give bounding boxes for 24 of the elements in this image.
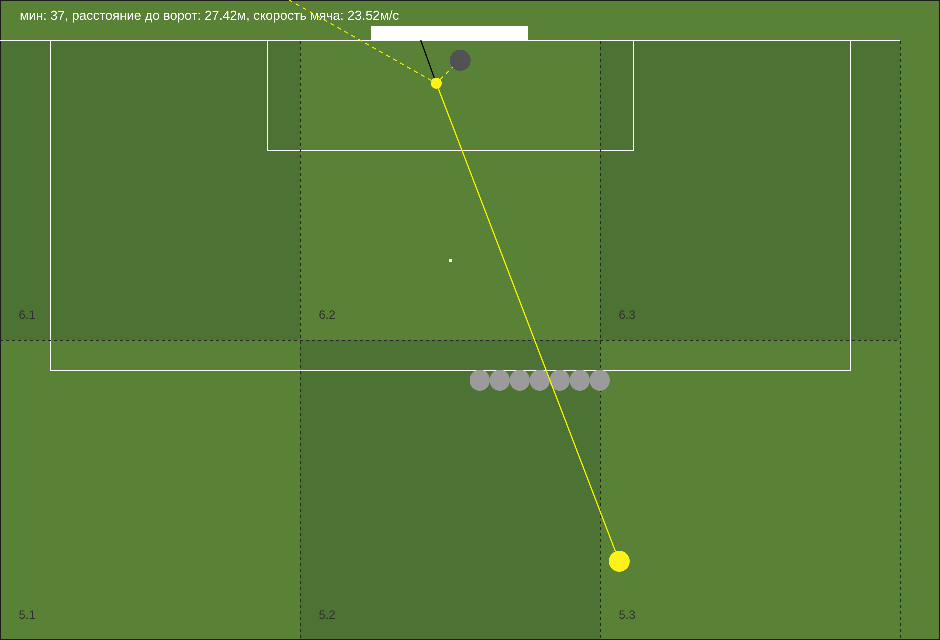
wall-player-marker-icon (550, 370, 570, 391)
wall-player-marker-icon (510, 370, 530, 391)
stats-heading: мин: 37, расстояние до ворот: 27.42м, скорость мяча: 23.52м/с (20, 9, 400, 23)
wall-player-marker-icon (530, 370, 550, 391)
dashed-guide-line (440, 66, 454, 80)
zone-number: 6.1 (19, 308, 36, 322)
goalkeeper-marker-icon (450, 50, 471, 70)
pitch-zone (0, 40, 300, 340)
wall-player-marker-icon (490, 370, 510, 391)
zone-number: 6.2 (319, 308, 336, 322)
zone-number: 6.3 (619, 308, 636, 322)
pitch-zone (300, 340, 600, 640)
wall-player-marker-icon (470, 370, 490, 391)
goal-bar (371, 26, 528, 40)
ball-marker-icon (609, 551, 630, 572)
wall-player-marker-icon (570, 370, 590, 391)
zone-number: 5.3 (619, 608, 636, 622)
target-point-icon (431, 78, 442, 89)
ball-trajectory-line (438, 88, 616, 552)
dashed-guide-line (288, 0, 432, 82)
zone-number: 5.1 (19, 608, 36, 622)
shot-line (420, 40, 436, 78)
pitch-zone (600, 40, 900, 340)
zone-number: 5.2 (319, 608, 336, 622)
